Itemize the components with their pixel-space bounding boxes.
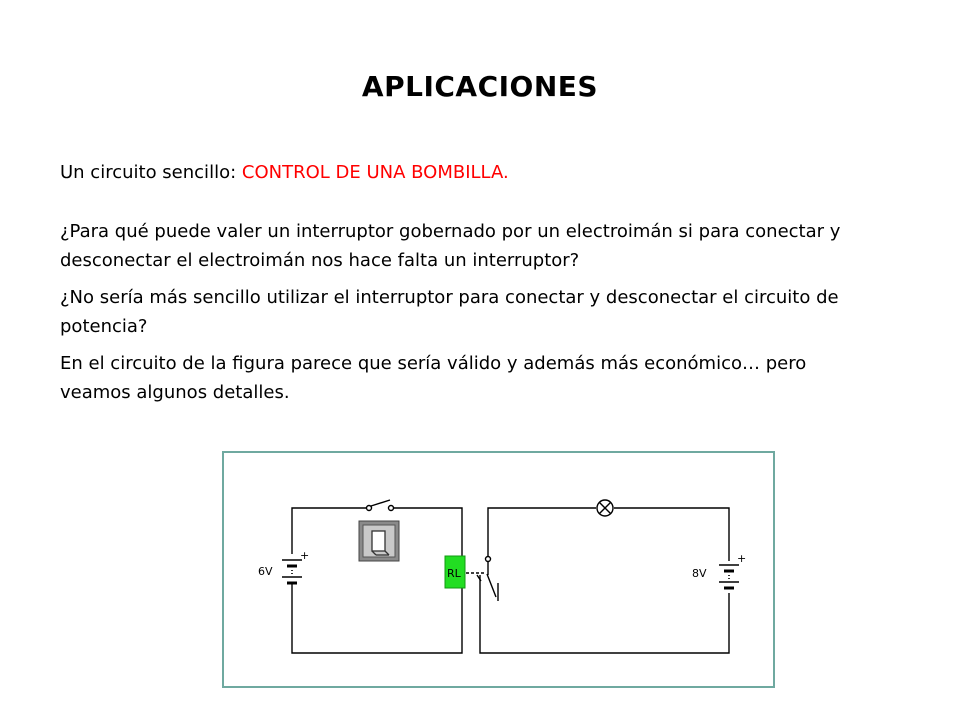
paragraph-1: ¿Para qué puede valer un interruptor gob… [60, 221, 841, 271]
slide-title: APLICACIONES [361, 70, 599, 103]
paragraph-3: En el circuito de la figura parece que s… [60, 353, 807, 403]
intro-highlight: CONTROL DE UNA BOMBILLA. [241, 162, 509, 183]
push-button-icon [358, 520, 400, 562]
battery-right-label: 8V [692, 567, 707, 580]
control-circuit-wires [291, 507, 463, 654]
battery-left-label: 6V [258, 565, 273, 578]
battery-left-icon [282, 559, 302, 585]
slide-body: Un circuito sencillo: CONTROL DE UNA BOM… [60, 158, 860, 415]
relay-coil-icon [444, 555, 466, 589]
battery-left-plus: + [300, 549, 309, 562]
switch-symbol [365, 499, 395, 512]
bulb-icon [596, 499, 614, 517]
circuit-diagram: + 6V RL [258, 499, 746, 654]
intro-prefix: Un circuito sencillo: [60, 162, 242, 183]
power-circuit-wires [479, 507, 730, 654]
paragraph-2: ¿No sería más sencillo utilizar el inter… [60, 287, 839, 337]
relay-contact-symbol [466, 555, 499, 601]
intro-line: Un circuito sencillo: CONTROL DE UNA BOM… [60, 158, 860, 187]
circuit-figure: + 6V RL [222, 451, 775, 688]
battery-right-icon [719, 564, 739, 590]
battery-right-plus: + [737, 552, 746, 565]
relay-label: RL [447, 567, 462, 580]
